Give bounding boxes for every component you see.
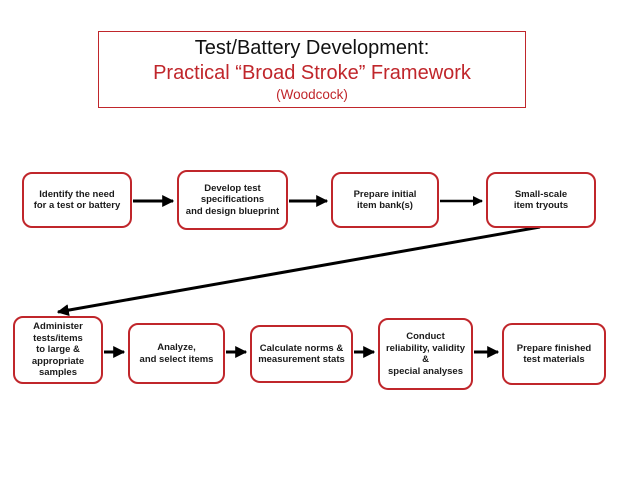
slide-title: Test/Battery Development:: [194, 37, 430, 59]
slide-subtitle: Practical “Broad Stroke” Framework: [153, 62, 471, 84]
flow-box-prepare-item-bank: Prepare initial item bank(s): [331, 172, 439, 228]
flow-box-label: Prepare initial item bank(s): [353, 188, 417, 212]
flow-box-develop-specs: Develop test specifications and design b…: [177, 170, 288, 230]
flow-box-conduct-reliability: Conduct reliability, validity & special …: [378, 318, 473, 390]
flow-box-analyze-select: Analyze, and select items: [128, 323, 225, 384]
slide-attribution: (Woodcock): [276, 87, 348, 102]
flow-box-label: Small-scale item tryouts: [513, 188, 569, 212]
flow-box-label: Prepare finished test materials: [516, 342, 592, 366]
arrow-tryouts-to-administer-diagonal: [56, 225, 541, 317]
flow-box-label: Develop test specifications and design b…: [185, 182, 280, 217]
flow-box-administer-tests: Administer tests/items to large & approp…: [13, 316, 103, 384]
flow-box-label: Calculate norms & measurement stats: [258, 342, 345, 366]
flow-box-label: Analyze, and select items: [139, 342, 214, 365]
flow-box-label: Conduct reliability, validity & special …: [385, 331, 466, 377]
flow-box-prepare-finished: Prepare finished test materials: [502, 323, 606, 385]
flow-box-label: Administer tests/items to large & approp…: [31, 321, 85, 379]
flow-box-identify-need: Identify the need for a test or battery: [22, 172, 132, 228]
flow-box-label: Identify the need for a test or battery: [33, 188, 121, 212]
title-box: Test/Battery Development: Practical “Bro…: [98, 31, 526, 108]
flow-box-small-scale-tryouts: Small-scale item tryouts: [486, 172, 596, 228]
flow-box-calculate-norms: Calculate norms & measurement stats: [250, 325, 353, 383]
